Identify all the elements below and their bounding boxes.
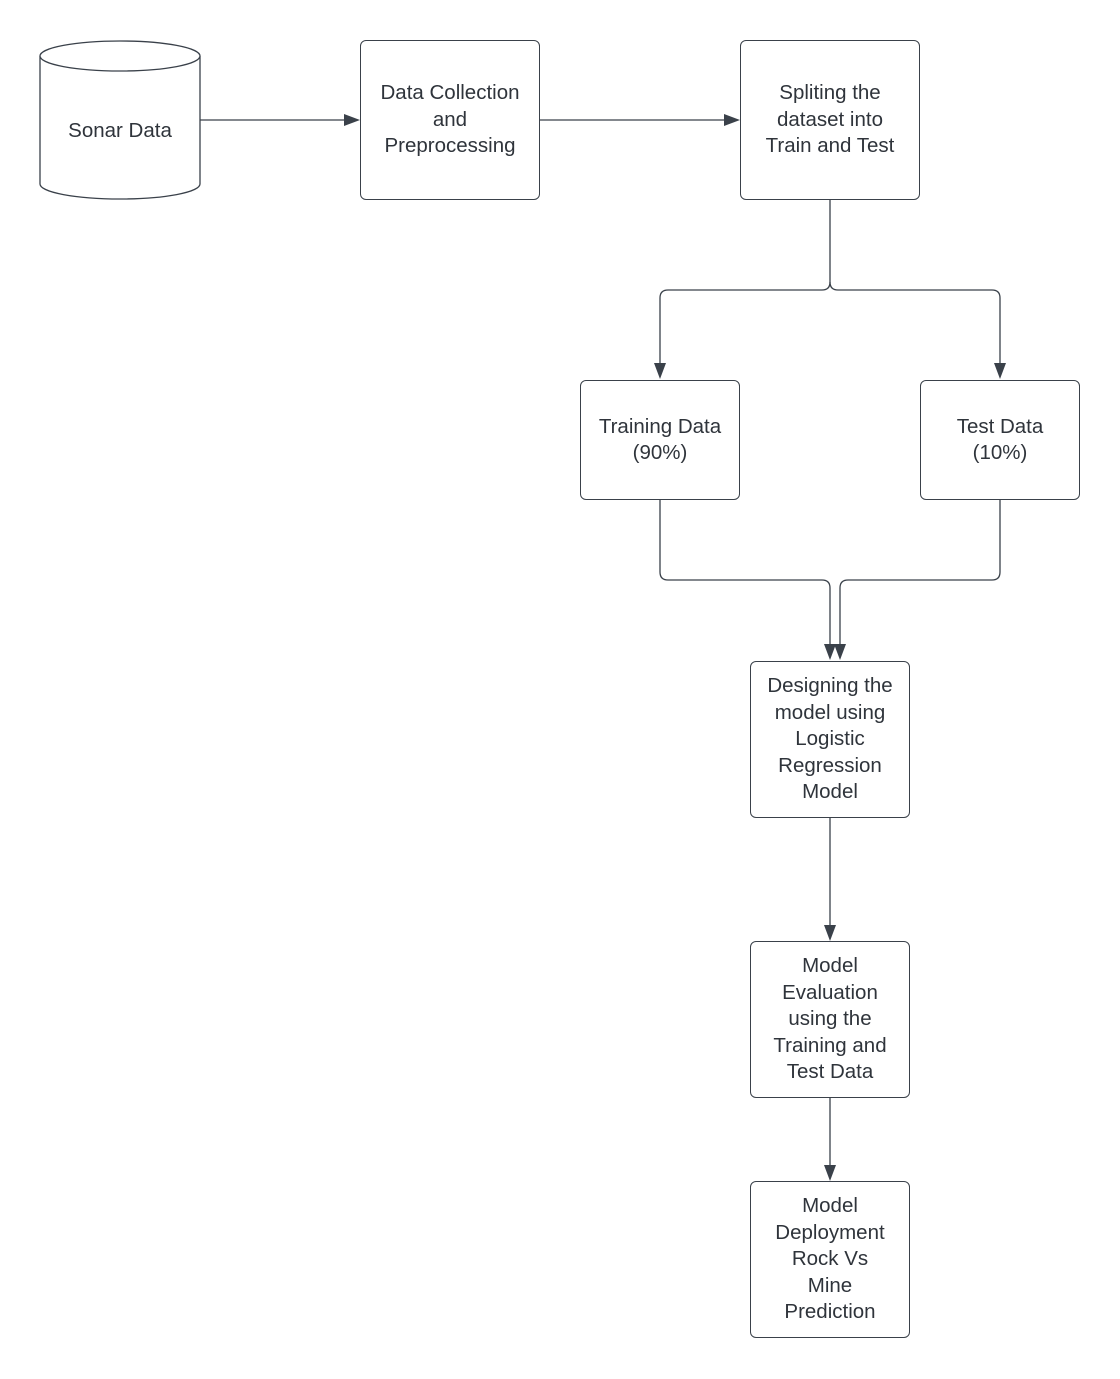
node-sonar-data-label: Sonar Data — [68, 118, 172, 142]
edge-test-to-design — [834, 500, 1001, 660]
node-splitting-label: Spliting the dataset into Train and Test — [765, 81, 895, 158]
sonar-data-cylinder — [39, 40, 201, 200]
node-designing-model-label: Designing the model using Logistic Regre… — [767, 674, 893, 804]
node-splitting[interactable]: Spliting the dataset into Train and Test — [740, 40, 920, 200]
node-designing-model[interactable]: Designing the model using Logistic Regre… — [750, 661, 910, 818]
node-sonar-data[interactable]: Sonar Data — [40, 56, 200, 206]
cylinder-body — [39, 56, 201, 200]
node-model-evaluation-label: Model Evaluation using the Training and … — [773, 954, 887, 1084]
edge-evaluation-to-deployment — [824, 1098, 836, 1181]
node-training-data[interactable]: Training Data (90%) — [580, 380, 740, 500]
node-data-collection[interactable]: Data Collection and Preprocessing — [360, 40, 540, 200]
cylinder-top — [39, 40, 201, 72]
node-data-collection-label: Data Collection and Preprocessing — [380, 81, 520, 158]
edge-splitting-to-branches — [654, 200, 1006, 379]
node-model-evaluation[interactable]: Model Evaluation using the Training and … — [750, 941, 910, 1098]
edge-sonar-to-collection — [200, 114, 360, 126]
edge-collection-to-splitting — [540, 114, 740, 126]
edge-design-to-evaluation — [824, 818, 836, 941]
node-training-data-label: Training Data (90%) — [598, 414, 722, 465]
node-test-data[interactable]: Test Data (10%) — [920, 380, 1080, 500]
node-model-deployment-label: Model Deployment Rock Vs Mine Prediction — [775, 1194, 885, 1324]
edge-training-to-design — [659, 500, 836, 660]
node-test-data-label: Test Data (10%) — [956, 414, 1044, 465]
node-model-deployment[interactable]: Model Deployment Rock Vs Mine Prediction — [750, 1181, 910, 1338]
